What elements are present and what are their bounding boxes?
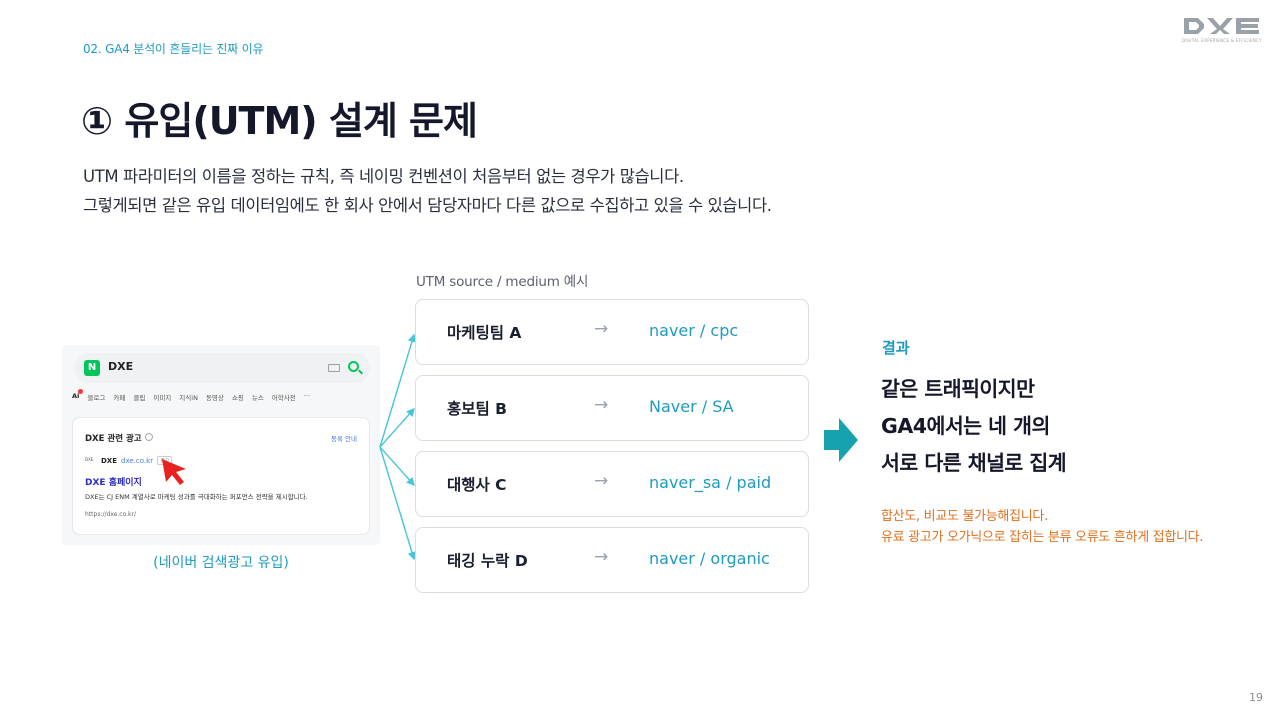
tab-video: 동영상 bbox=[205, 394, 224, 402]
description-line-1: UTM 파라미터의 이름을 정하는 규칙, 즉 네이밍 컨벤션이 처음부터 없는… bbox=[83, 167, 684, 186]
connector-line-3 bbox=[379, 446, 415, 487]
description-line-2: 그렇게되면 같은 유입 데이터임에도 한 회사 안에서 담당자마다 다른 값으로… bbox=[83, 196, 772, 215]
connector-lines bbox=[379, 333, 416, 561]
tab-dictionary: 어학사전 bbox=[271, 394, 296, 402]
page-number: 19 bbox=[1249, 691, 1263, 704]
ad-text: DXE는 CJ ENM 계열사로 마케팅 성과를 극대화하는 퍼포먼스 전략을 … bbox=[85, 493, 308, 501]
keyboard-icon bbox=[328, 364, 340, 372]
row-team: 태깅 누락 D bbox=[447, 552, 528, 570]
row-value: naver / organic bbox=[649, 549, 770, 568]
dxe-logo-icon bbox=[1184, 18, 1259, 34]
ad-href: https://dxe.co.kr/ bbox=[85, 511, 137, 518]
tab-news: 뉴스 bbox=[251, 394, 264, 402]
utm-row: 대행사 C → naver_sa / paid bbox=[415, 451, 809, 517]
row-team: 대행사 C bbox=[447, 476, 507, 494]
row-value: Naver / SA bbox=[649, 397, 734, 416]
result-headline-line-3: 서로 다른 채널로 집계 bbox=[881, 451, 1067, 475]
arrow-right-icon: → bbox=[594, 471, 609, 491]
arrow-right-icon: → bbox=[594, 547, 609, 567]
connector-line-4 bbox=[379, 446, 416, 561]
result-note-line-2: 유료 광고가 오가닉으로 잡히는 분류 오류도 흔하게 접합니다. bbox=[881, 530, 1204, 545]
arrow-right-icon: → bbox=[594, 319, 609, 339]
naver-logo-icon: N bbox=[84, 360, 100, 376]
tab-ai: AI bbox=[72, 389, 85, 400]
tab-blog: 블로그 bbox=[87, 394, 106, 402]
ad-link: DXE 홈페이지 bbox=[85, 478, 142, 488]
section-label: 02. GA4 분석이 흔들리는 진짜 이유 bbox=[83, 42, 264, 56]
ad-card: DXE 관련 광고 등록 안내 DXE DXE dxe.co.kr 광고 DXE… bbox=[72, 417, 370, 535]
info-icon bbox=[145, 433, 153, 441]
arrow-right-icon: → bbox=[594, 395, 609, 415]
search-icon bbox=[348, 361, 359, 372]
search-tabs: AI 블로그 카페 클립 이미지 지식iN 동영상 쇼핑 뉴스 어학사전 ··· bbox=[72, 389, 310, 402]
utm-row: 태깅 누락 D → naver / organic bbox=[415, 527, 809, 593]
dxe-logo: DIGITAL EXPERIENCE & EFFICIENCY bbox=[1182, 16, 1262, 48]
row-team: 홍보팀 B bbox=[447, 400, 507, 418]
utm-example-label: UTM source / medium 예시 bbox=[416, 274, 589, 290]
naver-search-screenshot: N DXE AI 블로그 카페 클립 이미지 지식iN 동영상 쇼핑 뉴스 어학… bbox=[62, 345, 380, 545]
connector-line-2 bbox=[379, 407, 415, 448]
connector-line-1 bbox=[379, 333, 416, 448]
row-team: 마케팅팀 A bbox=[447, 324, 522, 342]
description: UTM 파라미터의 이름을 정하는 규칙, 즉 네이밍 컨벤션이 처음부터 없는… bbox=[83, 162, 772, 220]
tab-more: ··· bbox=[303, 392, 310, 400]
ad-register-link: 등록 안내 bbox=[331, 435, 357, 443]
result-arrow-icon bbox=[824, 418, 858, 462]
tab-shopping: 쇼핑 bbox=[231, 394, 244, 402]
utm-row: 마케팅팀 A → naver / cpc bbox=[415, 299, 809, 365]
utm-row: 홍보팀 B → Naver / SA bbox=[415, 375, 809, 441]
tab-cafe: 카페 bbox=[113, 394, 126, 402]
result-headline: 같은 트래픽이지만 GA4에서는 네 개의 서로 다른 채널로 집계 bbox=[881, 371, 1067, 482]
ad-site-url: dxe.co.kr bbox=[121, 456, 154, 465]
cursor-pointer-icon bbox=[162, 459, 186, 485]
result-note-line-1: 합산도, 비교도 불가능해집니다. bbox=[881, 509, 1048, 524]
result-headline-line-1: 같은 트래픽이지만 bbox=[881, 377, 1035, 401]
ad-title: DXE 관련 광고 bbox=[85, 434, 142, 444]
site-favicon-icon: DXE bbox=[85, 456, 94, 462]
result-headline-line-2: GA4에서는 네 개의 bbox=[881, 414, 1050, 438]
logo-subtitle: DIGITAL EXPERIENCE & EFFICIENCY bbox=[1182, 38, 1262, 43]
tab-clip: 클립 bbox=[133, 394, 146, 402]
row-value: naver_sa / paid bbox=[649, 473, 772, 492]
screenshot-caption: (네이버 검색광고 유입) bbox=[153, 555, 289, 571]
dxe-logo-mark bbox=[1182, 16, 1262, 36]
row-value: naver / cpc bbox=[649, 321, 739, 340]
result-note: 합산도, 비교도 불가능해집니다. 유료 광고가 오가닉으로 잡히는 분류 오류… bbox=[881, 506, 1203, 548]
naver-search-bar: N DXE bbox=[74, 353, 370, 383]
ad-site-name: DXE bbox=[101, 456, 117, 465]
search-query: DXE bbox=[108, 360, 134, 373]
tab-kin: 지식iN bbox=[179, 394, 198, 402]
page-title: ① 유입(UTM) 설계 문제 bbox=[81, 99, 478, 143]
result-label: 결과 bbox=[882, 339, 910, 357]
tab-image: 이미지 bbox=[153, 394, 172, 402]
